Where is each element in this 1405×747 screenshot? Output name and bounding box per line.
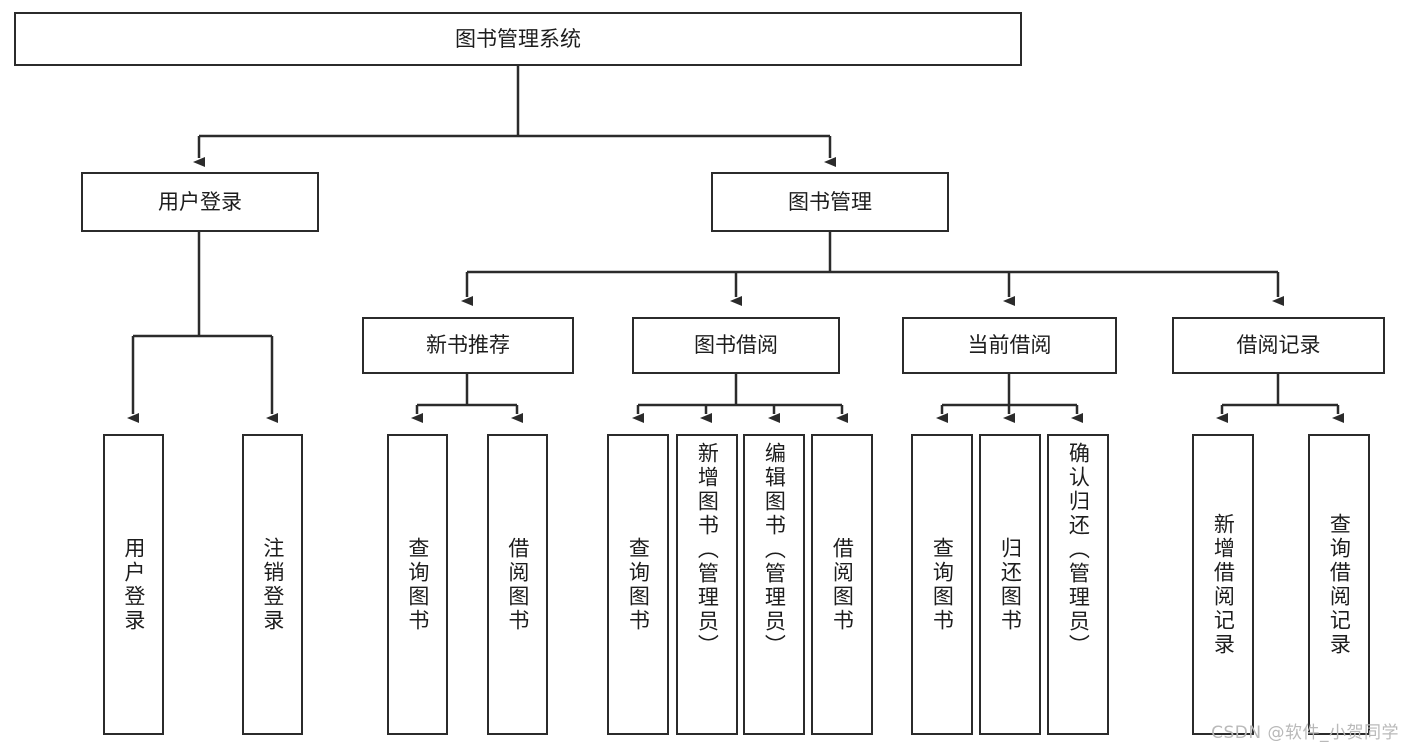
node-label: 查询图书	[626, 536, 651, 633]
node-label: 借阅记录	[1236, 333, 1321, 358]
watermark-text: CSDN @软件_小贺同学	[1211, 723, 1399, 743]
node-label: 图书借阅	[694, 333, 778, 358]
node-borrow-records[interactable]: 借阅记录	[1172, 317, 1385, 374]
leaf-book-borrow-2[interactable]: 编辑图书（管理员）	[743, 434, 805, 735]
leaf-user-login-1[interactable]: 注销登录	[242, 434, 303, 735]
leaf-current-borrow-1[interactable]: 归还图书	[979, 434, 1041, 735]
leaf-new-book-recommend-1[interactable]: 借阅图书	[487, 434, 548, 735]
node-new-book-recommend[interactable]: 新书推荐	[362, 317, 574, 374]
node-current-borrow[interactable]: 当前借阅	[902, 317, 1117, 374]
node-label: 用户登录	[121, 536, 146, 633]
node-label: 归还图书	[998, 536, 1023, 633]
node-label: 编辑图书（管理员）	[762, 442, 787, 658]
node-book-borrow[interactable]: 图书借阅	[632, 317, 840, 374]
node-label: 当前借阅	[967, 333, 1052, 358]
leaf-book-borrow-0[interactable]: 查询图书	[607, 434, 669, 735]
leaf-current-borrow-0[interactable]: 查询图书	[911, 434, 973, 735]
node-label: 确认归还（管理员）	[1066, 442, 1091, 658]
node-label: 图书管理	[788, 189, 872, 214]
node-label: 新增借阅记录	[1211, 512, 1236, 657]
node-label: 注销登录	[260, 536, 285, 633]
node-label: 查询图书	[405, 536, 430, 633]
node-root-book-management-system[interactable]: 图书管理系统	[14, 12, 1022, 66]
leaf-current-borrow-2[interactable]: 确认归还（管理员）	[1047, 434, 1109, 735]
node-book-management[interactable]: 图书管理	[711, 172, 949, 232]
leaf-new-book-recommend-0[interactable]: 查询图书	[387, 434, 448, 735]
node-label: 借阅图书	[505, 536, 530, 633]
leaf-borrow-records-0[interactable]: 新增借阅记录	[1192, 434, 1254, 735]
leaf-user-login-0[interactable]: 用户登录	[103, 434, 164, 735]
leaf-borrow-records-1[interactable]: 查询借阅记录	[1308, 434, 1370, 735]
node-label: 借阅图书	[830, 536, 855, 633]
node-label: 查询借阅记录	[1327, 512, 1352, 657]
node-label: 用户登录	[158, 189, 242, 214]
leaf-book-borrow-1[interactable]: 新增图书（管理员）	[676, 434, 738, 735]
node-label: 新书推荐	[426, 333, 510, 358]
node-label: 图书管理系统	[455, 26, 581, 51]
node-user-login[interactable]: 用户登录	[81, 172, 319, 232]
node-label: 查询图书	[930, 536, 955, 633]
leaf-book-borrow-3[interactable]: 借阅图书	[811, 434, 873, 735]
node-label: 新增图书（管理员）	[695, 442, 720, 658]
